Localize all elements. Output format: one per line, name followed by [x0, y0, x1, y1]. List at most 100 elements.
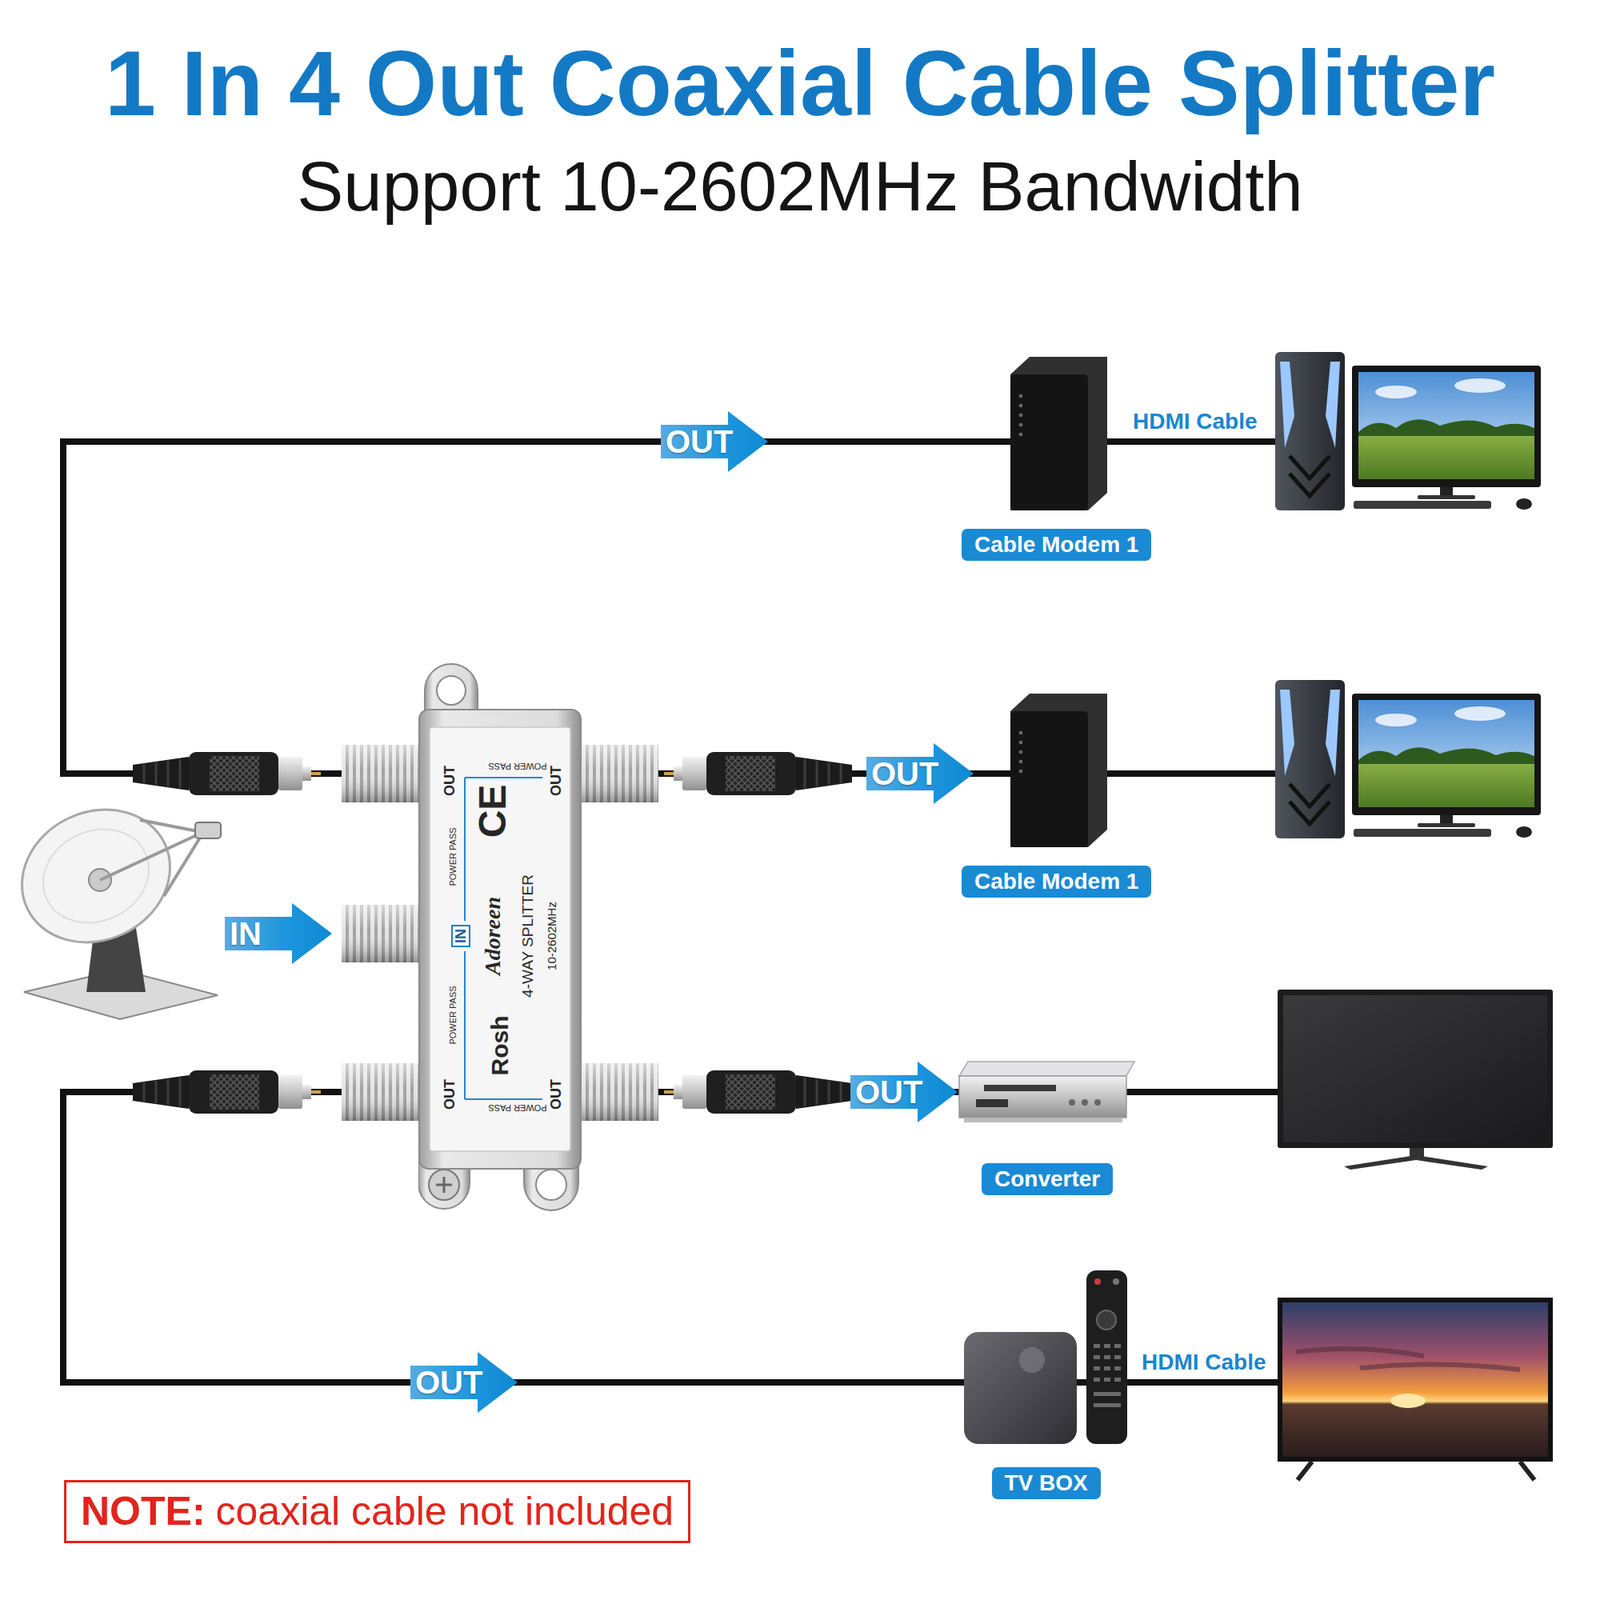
badge-shape: [660, 411, 768, 472]
splitter-outline: [464, 776, 543, 779]
television-sunset: [1277, 1297, 1553, 1480]
television: [1277, 989, 1553, 1170]
signal-wires: [920, 438, 1011, 445]
remote-control: [1086, 1270, 1128, 1444]
television-sunset: [1297, 1461, 1535, 1480]
remote-control: [1093, 1344, 1100, 1348]
splitter-marking: OUT: [442, 765, 457, 796]
illustration: [1275, 680, 1541, 839]
splitter-marking: OUT: [548, 1079, 564, 1110]
converter-device: [1068, 1099, 1076, 1106]
edge-label: OUT: [871, 743, 939, 804]
converter-device: [984, 1084, 1056, 1092]
splitter-ports: [341, 904, 419, 963]
remote-control: [1093, 1392, 1121, 1396]
splitter-outline: [436, 1176, 452, 1193]
television: [1344, 1155, 1488, 1170]
splitter-body: OUTPOWER PASSOUTPOWER PASSCEINAdoreen4-W…: [418, 663, 582, 1215]
cable-label: HDMI Cable: [1128, 408, 1263, 436]
subtitle: Support 10-2602MHz Bandwidth: [0, 146, 1600, 227]
remote-control: [1112, 1278, 1120, 1285]
arrow-badge: OUT: [850, 1061, 958, 1123]
television-sunset: [1277, 1297, 1553, 1462]
cable-plugs: [664, 752, 852, 796]
satellite-dish: [100, 820, 202, 896]
splitter-marking: CE: [473, 784, 512, 839]
remote-control: [1086, 1270, 1128, 1444]
device-group: Cable Modem 1: [954, 352, 1159, 564]
remote-control: [1114, 1377, 1121, 1382]
tv-box: [1019, 1347, 1045, 1373]
converter-device: [976, 1099, 1008, 1108]
signal-wires: [1107, 438, 1276, 445]
remote-control: [1114, 1366, 1121, 1371]
remote-control: [1104, 1355, 1111, 1360]
remote-control: [1114, 1355, 1121, 1360]
badge-shape: [224, 903, 332, 964]
splitter-marking: POWER PASS: [448, 985, 458, 1044]
splitter-marking: POWER PASS: [488, 761, 547, 771]
television-sunset: [1390, 1393, 1426, 1408]
converter-device: [959, 1061, 1135, 1076]
edge-label: OUT: [415, 1352, 483, 1413]
remote-control: [1104, 1366, 1111, 1371]
badge-shape: [410, 1352, 518, 1413]
device-group: Cable Modem 1: [954, 688, 1159, 901]
device-label: Cable Modem 1: [961, 865, 1152, 898]
splitter-outline: [419, 709, 581, 1169]
remote-control: [1093, 1355, 1100, 1360]
satellite-dish: [0, 785, 221, 1020]
splitter-ports: [341, 744, 419, 803]
splitter-outline: [464, 777, 466, 921]
cable-plugs: [664, 1070, 852, 1114]
arrow-badge: OUT: [660, 411, 768, 472]
cable-label: HDMI Cable: [1136, 1348, 1272, 1376]
converter-device: [959, 1076, 1127, 1118]
remote-control: [1096, 1310, 1116, 1330]
remote-control: [1094, 1278, 1101, 1285]
splitter-outline: [464, 777, 543, 1100]
splitter-marking: 4-WAY SPLITTER: [520, 874, 536, 998]
diagram-title: 1 In 4 Out Coaxial Cable Splitter: [0, 30, 1600, 136]
converter-device: [1094, 1099, 1101, 1106]
cable-plugs: [132, 1070, 321, 1114]
splitter-outline: [536, 1169, 567, 1200]
television: [1277, 989, 1553, 1148]
splitter-outline: [464, 951, 466, 1100]
arrow-badge: IN: [224, 903, 332, 964]
device-label: TV BOX: [992, 1467, 1101, 1500]
remote-control: [1104, 1377, 1111, 1382]
device-group: TV BOX: [964, 1268, 1128, 1504]
tv-box: [964, 1332, 1077, 1444]
remote-control: [1093, 1377, 1100, 1382]
splitter-ports: [581, 744, 659, 803]
arrow-badge: OUT: [866, 743, 974, 804]
splitter-marking: POWER PASS: [488, 1103, 547, 1112]
splitter-marking: 10-2602MHz: [545, 901, 558, 971]
splitter-outline: [424, 664, 478, 716]
note-text: NOTE:: [80, 1488, 206, 1534]
remote-control: [1104, 1344, 1111, 1348]
cable-plugs: [132, 752, 852, 1114]
splitter-marking: OUT: [442, 1079, 457, 1110]
cable-plugs: [132, 752, 321, 796]
splitter-marking: Rosh: [488, 1016, 512, 1076]
remote-control: [1093, 1366, 1100, 1371]
tv-box: [964, 1332, 1077, 1444]
illustration: [1010, 693, 1108, 848]
splitter-outline: [429, 727, 571, 1152]
badge-shape: [866, 743, 974, 804]
signal-wires: [920, 441, 1278, 1383]
signal-wires: [1107, 770, 1276, 777]
arrow-badge: OUT: [410, 1352, 518, 1413]
badge-shape: [850, 1061, 958, 1123]
signal-wires: [1126, 1088, 1278, 1096]
splitter-ports: [341, 1063, 419, 1121]
converter-device: [959, 1061, 1135, 1123]
device-label: Cable Modem 1: [961, 528, 1152, 561]
satellite-dish: [0, 785, 192, 966]
edge-label: OUT: [855, 1061, 923, 1123]
splitter-marking: IN: [451, 924, 471, 948]
satellite-dish: [195, 822, 221, 839]
